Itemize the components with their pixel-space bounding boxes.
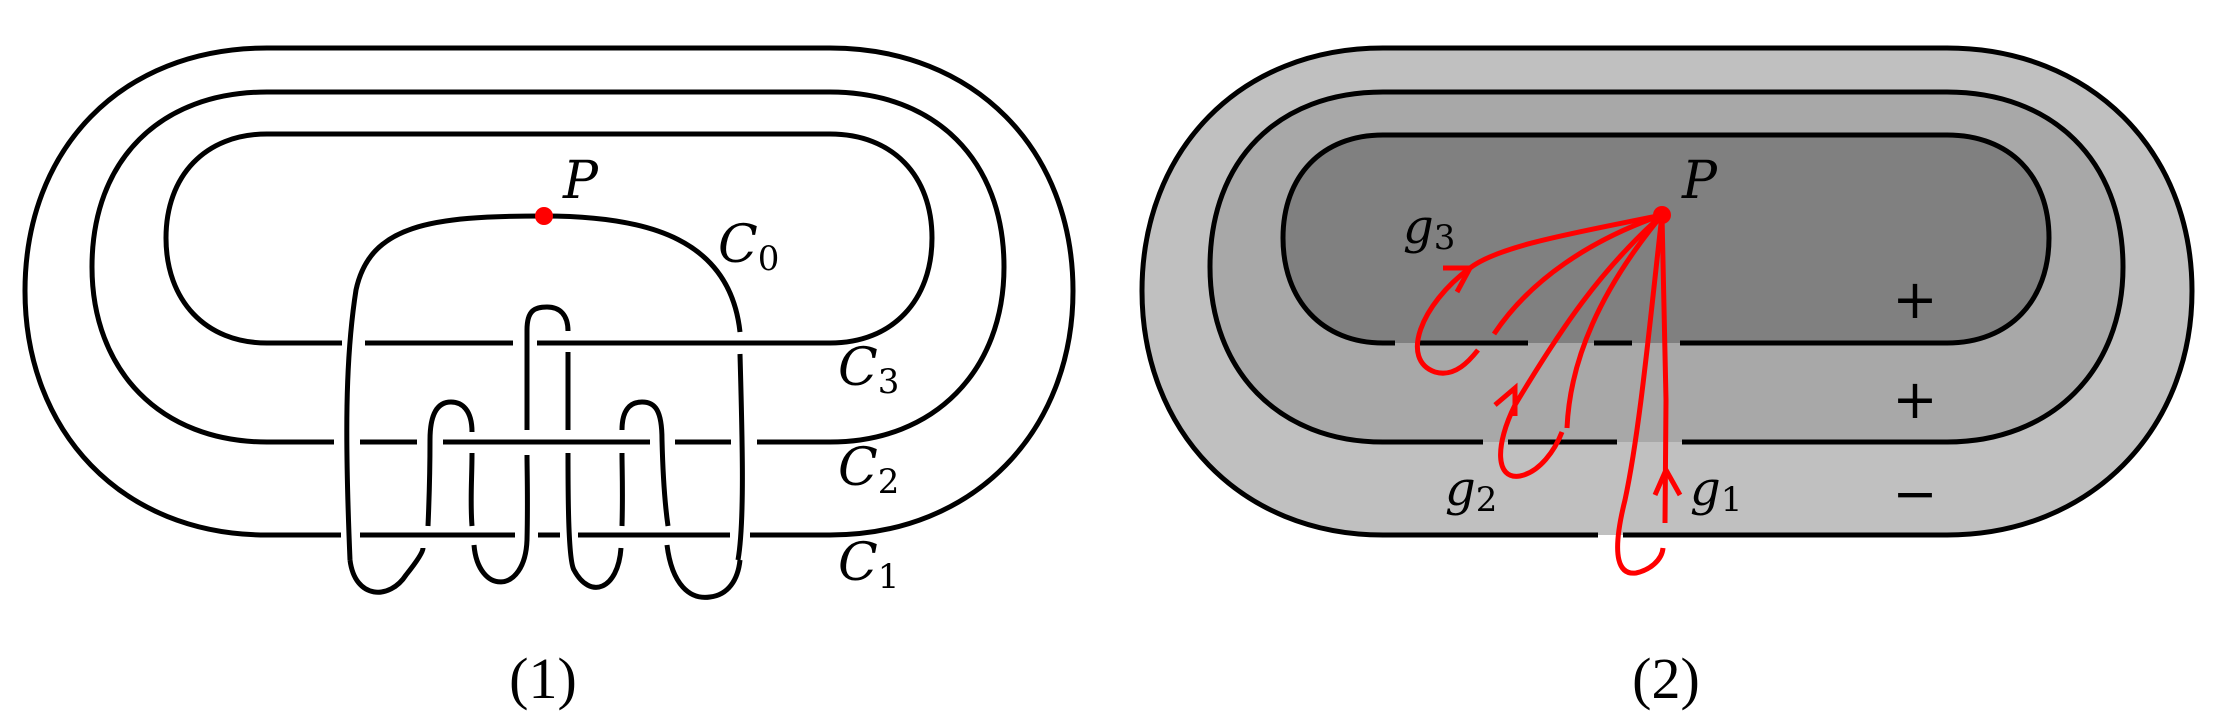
panel-1 — [22, 45, 1076, 600]
label-p-panel2: P — [1681, 151, 1718, 211]
curve-c0 — [344, 213, 745, 600]
label-c1: C1 — [838, 533, 899, 597]
base-point-p-panel2 — [1653, 206, 1671, 224]
label-g3: g3 — [1403, 199, 1455, 258]
curve-c3-panel2 — [1280, 132, 2052, 346]
label-c3: C3 — [838, 338, 899, 402]
sign-middle-region: + — [1892, 368, 1937, 431]
label-p-panel1: P — [562, 151, 599, 211]
curve-c1-panel2 — [1139, 45, 2195, 538]
arrow-g3 — [1443, 265, 1475, 294]
curve-c2-arc — [89, 89, 1007, 445]
region-inner — [1283, 135, 2049, 343]
sign-inner-region: + — [1892, 268, 1937, 331]
loop-g2 — [1498, 213, 1664, 479]
caption-panel-2: (2) — [1632, 646, 1700, 711]
label-g2: g2 — [1445, 461, 1497, 520]
label-c0: C0 — [718, 215, 779, 279]
generator-loops — [1415, 212, 1683, 576]
curve-c3-arc — [163, 131, 935, 346]
base-point-p — [535, 207, 553, 225]
curve-c2-panel2 — [1207, 89, 2126, 445]
loop-g3 — [1415, 212, 1663, 376]
arrow-g1 — [1652, 464, 1683, 497]
curve-c1-arc — [22, 45, 1076, 538]
sign-outer-region: − — [1892, 462, 1937, 525]
caption-panel-1: (1) — [509, 646, 577, 711]
label-c2: C2 — [838, 438, 899, 502]
loop-g1 — [1615, 214, 1666, 576]
arrow-g2 — [1493, 382, 1518, 416]
label-g1: g1 — [1690, 461, 1742, 520]
panel-2 — [1139, 45, 2195, 576]
